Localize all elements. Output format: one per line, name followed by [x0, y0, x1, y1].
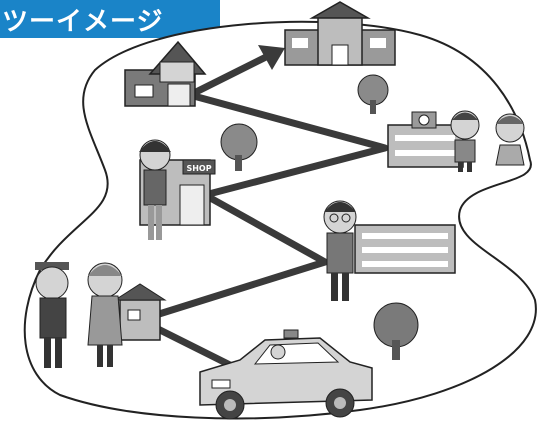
title-banner-text: ツーイメージ: [2, 6, 164, 37]
child-boy: [450, 110, 480, 172]
man-with-glasses: [323, 200, 357, 301]
elderly-man: [35, 262, 69, 368]
house-icon: [113, 283, 167, 341]
taxi-driver: [270, 344, 286, 360]
town-hall-icon: [284, 1, 396, 66]
route-arrow-icon: [186, 51, 274, 99]
tree-icon: [373, 302, 419, 360]
tree-icon: [220, 123, 258, 171]
taxi-icon: [199, 329, 373, 420]
route-road: [136, 91, 389, 389]
child-girl: [495, 113, 525, 166]
woman-shopper: [139, 139, 171, 240]
school-icon: [387, 111, 464, 168]
shop-sign: SHOP: [186, 164, 211, 173]
elderly-woman: [87, 262, 123, 367]
tree-icon: [357, 74, 389, 114]
office-building-icon: [354, 224, 456, 274]
title-banner: ツーイメージ: [0, 0, 220, 38]
restaurant-icon: [124, 40, 207, 107]
